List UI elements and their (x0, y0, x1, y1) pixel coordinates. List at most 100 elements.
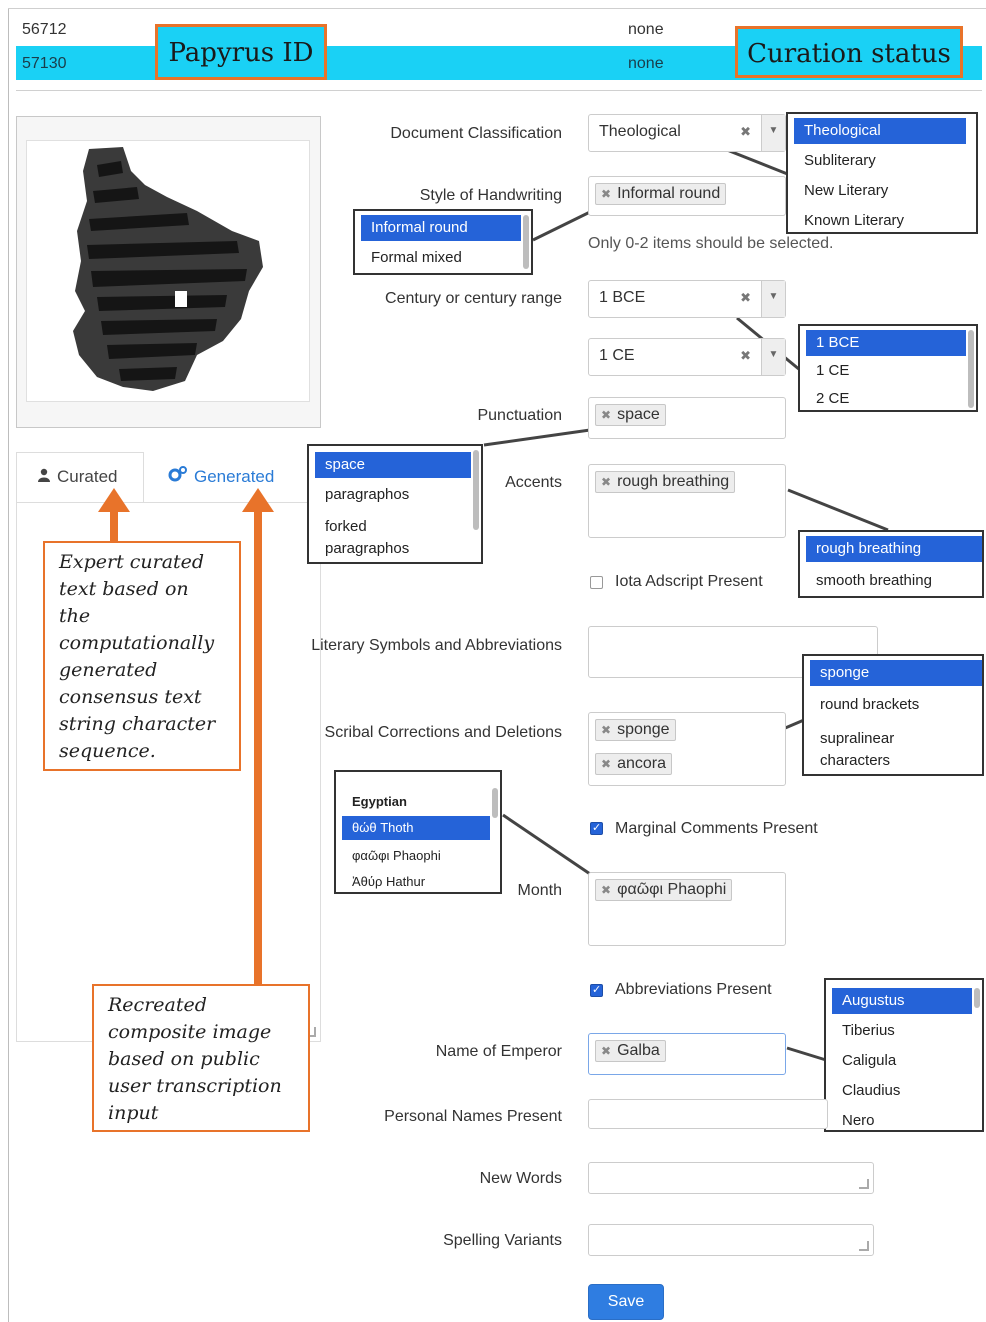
connector-accents (787, 488, 889, 532)
dropdown-option[interactable]: Ἀθύρ Hathur (352, 874, 426, 889)
remove-icon[interactable]: ✖ (601, 187, 612, 201)
dropdown-option[interactable]: Nero (842, 1112, 875, 1129)
tab-curated[interactable]: Curated (16, 452, 144, 502)
clear-icon[interactable]: ✖ (740, 290, 751, 305)
remove-icon[interactable]: ✖ (601, 757, 612, 771)
tab-generated[interactable]: Generated (150, 452, 310, 502)
tab-generated-label: Generated (194, 467, 275, 486)
papyrus-image (26, 140, 310, 402)
abbreviations-present-checkbox[interactable] (590, 983, 603, 997)
selected-chip[interactable]: ✖φαῶφι Phaophi (595, 879, 733, 901)
name-of-emperor-label: Name of Emperor (435, 1043, 562, 1060)
personal-names-multiselect[interactable] (588, 1099, 828, 1129)
resize-handle-icon[interactable] (859, 1179, 869, 1189)
dropdown-option[interactable]: rough breathing (806, 536, 982, 562)
accents-multiselect[interactable]: ✖rough breathing (588, 464, 786, 538)
name-of-emperor-multiselect[interactable]: ✖Galba (588, 1033, 786, 1075)
scrollbar[interactable] (968, 330, 974, 408)
dropdown-option[interactable]: Claudius (842, 1082, 901, 1099)
dropdown-option[interactable]: New Literary (804, 182, 889, 199)
chevron-down-icon[interactable]: ▼ (761, 115, 785, 151)
literary-symbols-label: Literary Symbols and Abbreviations (311, 637, 562, 654)
clear-icon[interactable]: ✖ (740, 348, 751, 363)
dropdown-option[interactable]: Tiberius (842, 1022, 895, 1039)
selected-chip[interactable]: ✖Informal round (595, 183, 727, 205)
selected-chip[interactable]: ✖ancora (595, 753, 672, 775)
dropdown-option[interactable]: forked paragraphos (325, 518, 410, 557)
scrollbar[interactable] (523, 215, 529, 269)
arrow-head-curated (98, 488, 130, 512)
spelling-variants-input[interactable] (588, 1224, 874, 1256)
dropdown-option[interactable]: Augustus (832, 988, 972, 1014)
selected-value: 1 CE (599, 347, 635, 364)
dropdown-option[interactable]: φαῶφι Phaophi (352, 848, 441, 863)
accents-label: Accents (505, 474, 562, 491)
dropdown-option[interactable]: Informal round (361, 215, 521, 241)
resize-handle-icon[interactable] (859, 1241, 869, 1251)
dropdown-option[interactable]: Theological (794, 118, 966, 144)
remove-icon[interactable]: ✖ (601, 475, 612, 489)
remove-icon[interactable]: ✖ (601, 883, 612, 897)
remove-icon[interactable]: ✖ (601, 1044, 612, 1058)
connector-month (502, 813, 597, 880)
selected-value: Theological (599, 123, 681, 140)
remove-icon[interactable]: ✖ (601, 723, 612, 737)
accents-dropdown: rough breathing smooth breathing (798, 530, 984, 598)
arrow-head-generated (242, 488, 274, 512)
spelling-variants-label: Spelling Variants (443, 1232, 562, 1249)
dropdown-option[interactable]: round brackets (820, 696, 920, 713)
dropdown-option[interactable]: 2 CE (816, 390, 850, 407)
punctuation-multiselect[interactable]: ✖space (588, 397, 786, 439)
arrow-shaft-curated (110, 506, 118, 542)
selected-chip[interactable]: ✖Galba (595, 1040, 666, 1062)
dropdown-option[interactable]: 1 BCE (806, 330, 966, 356)
papyrus-id-cell: 57130 (22, 55, 67, 72)
save-button[interactable]: Save (588, 1284, 664, 1320)
resize-handle-icon[interactable] (306, 1027, 316, 1037)
marginal-comments-checkbox[interactable] (590, 821, 603, 835)
dropdown-option[interactable]: Formal mixed (371, 249, 462, 266)
dropdown-option[interactable]: Known Literary (804, 212, 905, 229)
scrollbar[interactable] (974, 988, 980, 1008)
selected-chip[interactable]: ✖rough breathing (595, 471, 736, 493)
month-multiselect[interactable]: ✖φαῶφι Phaophi (588, 872, 786, 946)
marginal-comments-label: Marginal Comments Present (615, 820, 818, 837)
papyrus-id-cell: 56712 (22, 21, 67, 38)
scribal-corrections-multiselect[interactable]: ✖sponge ✖ancora (588, 712, 786, 786)
personal-names-label: Personal Names Present (384, 1108, 562, 1125)
frame-left-border (8, 8, 9, 1322)
curation-status-callout: Curation status (735, 26, 963, 78)
curation-status-cell: none (628, 21, 664, 38)
selected-chip[interactable]: ✖space (595, 404, 666, 426)
dropdown-option[interactable]: θώθ Thoth (342, 816, 490, 840)
dropdown-option[interactable]: supralinear characters (820, 730, 895, 769)
style-of-handwriting-multiselect[interactable]: ✖Informal round (588, 176, 786, 216)
selected-chip[interactable]: ✖sponge (595, 719, 676, 741)
tab-curated-label: Curated (57, 467, 118, 486)
dropdown-option[interactable]: Subliterary (804, 152, 876, 169)
new-words-input[interactable] (588, 1162, 874, 1194)
dropdown-option[interactable]: space (315, 452, 471, 478)
dropdown-option[interactable]: Caligula (842, 1052, 897, 1069)
remove-icon[interactable]: ✖ (601, 408, 612, 422)
dropdown-option[interactable]: sponge (810, 660, 982, 686)
option-group-label: Egyptian (352, 794, 407, 809)
clear-icon[interactable]: ✖ (740, 124, 751, 139)
document-classification-select[interactable]: Theological ✖ ▼ (588, 114, 786, 152)
chevron-down-icon[interactable]: ▼ (761, 339, 785, 375)
century-from-select[interactable]: 1 BCE ✖ ▼ (588, 280, 786, 318)
dropdown-option[interactable]: 1 CE (816, 362, 850, 379)
chevron-down-icon[interactable]: ▼ (761, 281, 785, 317)
scrollbar[interactable] (492, 788, 498, 818)
dropdown-option[interactable]: paragraphos (325, 486, 410, 503)
recreated-image-note: Recreated composite image based on publi… (92, 984, 310, 1132)
century-to-select[interactable]: 1 CE ✖ ▼ (588, 338, 786, 376)
iota-adscript-checkbox[interactable] (590, 576, 603, 589)
scrollbar[interactable] (473, 450, 479, 530)
dropdown-option[interactable]: smooth breathing (816, 572, 932, 589)
document-classification-dropdown: Theological Subliterary New Literary Kno… (786, 112, 978, 234)
handwriting-selection-hint: Only 0-2 items should be selected. (588, 235, 834, 252)
frame-top-border (8, 8, 986, 9)
connector-emperor (786, 1046, 827, 1062)
